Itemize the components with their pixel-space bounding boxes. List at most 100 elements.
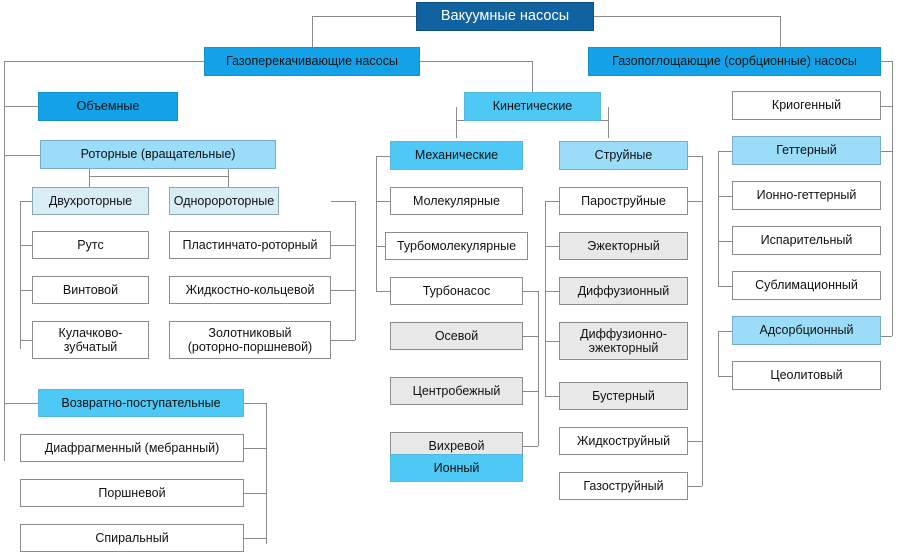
connector-jet-booster — [545, 396, 559, 397]
node-turbomolecular[interactable]: Турбомолекулярные — [385, 232, 528, 260]
connector-mechanical-turbopump — [376, 291, 390, 292]
connector-jetright-head — [688, 156, 702, 157]
connector-to-reciprocating — [4, 403, 38, 404]
connector-singlerotor-liquidring — [331, 290, 355, 291]
connector-reciprocating-head — [244, 403, 266, 404]
node-diffusion-ejector[interactable]: Диффузионно- эжекторный — [559, 322, 688, 360]
connector-to-rotary — [4, 155, 40, 156]
node-liquid-ring[interactable]: Жидкостно-кольцевой — [169, 276, 331, 304]
connector-volumetric-spine — [4, 61, 5, 461]
node-adsorption[interactable]: Адсорбционный — [732, 316, 881, 345]
node-axial[interactable]: Осевой — [390, 322, 523, 350]
connector-gasbinding-cryogenic — [881, 106, 892, 107]
node-vapor-jet[interactable]: Пароструйные — [559, 187, 688, 215]
node-twin-rotor[interactable]: Двухроторные — [32, 187, 149, 215]
node-getter[interactable]: Геттерный — [732, 136, 881, 165]
node-ion[interactable]: Ионный — [390, 454, 523, 482]
node-kinetic[interactable]: Кинетические — [464, 92, 601, 121]
connector-getter-sublimation — [718, 286, 732, 287]
connector-singlerotor-spine — [355, 201, 356, 340]
connector-gasbinding-getter — [881, 151, 892, 152]
node-root-vacuum-pumps[interactable]: Вакуумные насосы — [416, 2, 594, 31]
node-spool[interactable]: Золотниковый (роторно-поршневой) — [169, 321, 331, 359]
node-evaporative[interactable]: Испарительный — [732, 226, 881, 255]
node-turbopump[interactable]: Турбонасос — [390, 277, 523, 305]
connector-adsorption-head — [718, 331, 732, 332]
connector-kinetic-stem-left — [456, 107, 457, 120]
connector-adsorption-spine — [718, 331, 719, 376]
connector-jet-ejector — [545, 246, 559, 247]
connector-singlerotor-vane — [331, 245, 355, 246]
connector-twinrotor-head — [20, 201, 32, 202]
connector-kinetic-down-right — [608, 120, 609, 138]
connector-reciprocating-piston — [244, 493, 266, 494]
node-zeolite[interactable]: Цеолитовый — [732, 361, 881, 390]
node-roots[interactable]: Рутс — [32, 231, 149, 259]
connector-to-volumetric — [4, 106, 38, 107]
connector-singlerotor-head — [331, 201, 355, 202]
connector-turbopump-head — [523, 291, 538, 292]
connector-twinrotor-claw — [20, 340, 32, 341]
node-reciprocating[interactable]: Возвратно-поступательные — [38, 389, 244, 417]
node-sublimation[interactable]: Сублимационный — [732, 271, 881, 300]
node-ion-getter[interactable]: Ионно-геттерный — [732, 181, 881, 210]
connector-root-left — [312, 16, 416, 17]
connector-gastransfer-right — [420, 61, 532, 62]
connector-twinrotor-screw — [20, 290, 32, 291]
node-jet[interactable]: Струйные — [559, 141, 688, 170]
connector-gasbinding-adsorption — [881, 336, 892, 337]
connector-jetright-vaporjet — [688, 201, 702, 202]
node-screw[interactable]: Винтовой — [32, 276, 149, 304]
connector-rotary-stem-left — [89, 168, 90, 176]
node-centrifugal[interactable]: Центробежный — [390, 377, 523, 405]
connector-root-to-gas-binding — [780, 16, 781, 47]
node-piston[interactable]: Поршневой — [20, 479, 244, 507]
connector-root-to-gas-transfer — [312, 16, 313, 47]
node-claw[interactable]: Кулачково- зубчатый — [32, 321, 149, 359]
connector-turbopump-spine — [538, 291, 539, 446]
connector-jet-spine — [545, 201, 546, 396]
connector-mechanical-head — [376, 156, 390, 157]
connector-jetright-liquidjet — [688, 441, 702, 442]
connector-rotary-down-right — [228, 176, 229, 187]
connector-jet-vaporjet — [545, 201, 559, 202]
node-single-rotor[interactable]: Одноророторные — [169, 187, 279, 215]
connector-turbopump-centrifugal — [523, 391, 538, 392]
connector-gastransfer-to-kinetic — [532, 61, 533, 93]
node-liquid-jet[interactable]: Жидкоструйный — [559, 427, 688, 455]
connector-reciprocating-diaphragm — [244, 448, 266, 449]
connector-jet-right-spine — [702, 156, 703, 486]
node-gas-binding-pumps[interactable]: Газопоглощающие (сорбционные) насосы — [588, 47, 881, 76]
node-molecular[interactable]: Молекулярные — [390, 187, 523, 215]
connector-gasbinding-head — [881, 61, 892, 62]
node-ejector[interactable]: Эжекторный — [559, 232, 688, 260]
node-gas-transfer-pumps[interactable]: Газоперекачивающие насосы — [204, 47, 420, 76]
node-rotary[interactable]: Роторные (вращательные) — [40, 140, 276, 169]
connector-rotary-stem-right — [228, 168, 229, 176]
connector-rotary-down-left — [89, 176, 90, 187]
connector-reciprocating-scroll — [244, 538, 266, 539]
connector-reciprocating-spine — [266, 403, 267, 544]
node-cryogenic[interactable]: Криогенный — [732, 91, 881, 120]
connector-jet-diffusion-ejector — [545, 341, 559, 342]
connector-gasbinding-spine — [892, 61, 893, 336]
connector-twinrotor-roots — [20, 245, 32, 246]
node-positive-displacement[interactable]: Объемные — [38, 92, 178, 121]
node-gas-jet[interactable]: Газоструйный — [559, 472, 688, 500]
connector-getter-spine — [718, 151, 719, 286]
connector-getter-iongetter — [718, 196, 732, 197]
connector-kinetic-stem-right — [608, 107, 609, 120]
node-vane-rotary[interactable]: Пластинчато-роторный — [169, 231, 331, 259]
node-booster[interactable]: Бустерный — [559, 382, 688, 410]
node-mechanical[interactable]: Механические — [390, 141, 523, 170]
node-scroll[interactable]: Спиральный — [20, 524, 244, 552]
connector-turbopump-axial — [523, 336, 538, 337]
connector-getter-head — [718, 151, 732, 152]
connector-gastransfer-left — [4, 61, 204, 62]
node-diffusion[interactable]: Диффузионный — [559, 277, 688, 305]
connector-getter-evaporative — [718, 241, 732, 242]
connector-rotary-split — [89, 176, 228, 177]
connector-mechanical-spine — [376, 156, 377, 291]
node-diaphragm[interactable]: Диафрагменный (мебранный) — [20, 434, 244, 462]
